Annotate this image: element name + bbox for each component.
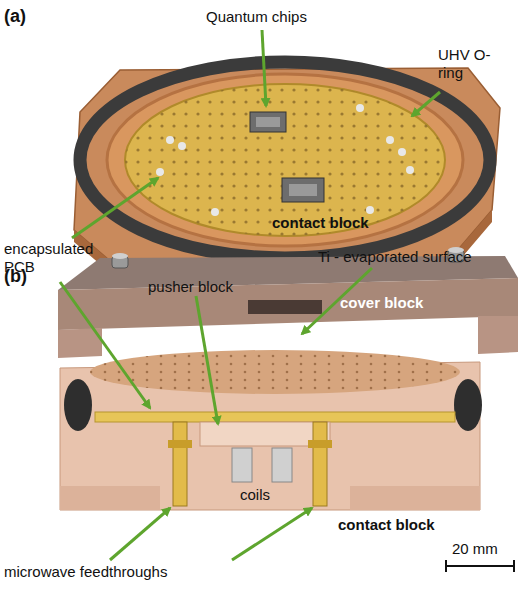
panel-label: (b) (4, 266, 27, 287)
part-label: Ti - evaporated surface (318, 248, 472, 266)
part-label: pusher block (148, 278, 233, 296)
panel-label: (a) (4, 6, 26, 27)
part-label: UHV O-ring (438, 46, 500, 82)
part-label: coils (240, 486, 270, 504)
part-label: cover block (340, 294, 423, 312)
part-label: contact block (338, 516, 435, 534)
contact-block-render (60, 350, 482, 510)
scale-bar (446, 560, 514, 572)
part-label: contact block (272, 214, 369, 232)
scale-label: 20 mm (452, 540, 498, 558)
part-label: Quantum chips (206, 8, 307, 26)
leader-arrows (60, 30, 440, 560)
part-label: microwave feedthroughs (4, 563, 167, 581)
contact-block-photo (74, 62, 500, 276)
cover-block-render (58, 247, 518, 358)
